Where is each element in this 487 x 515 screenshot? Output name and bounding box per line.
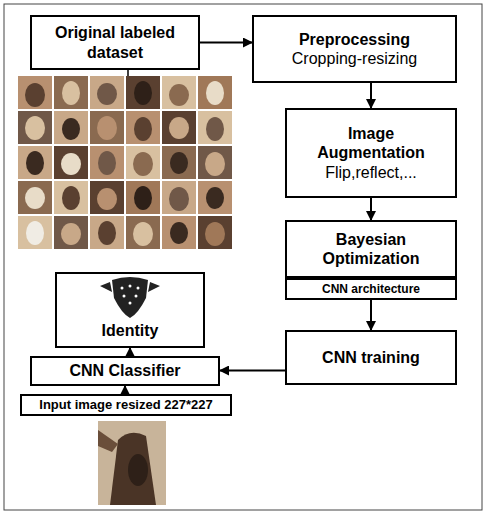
node-title: CNN Classifier (69, 361, 180, 380)
process-box: PreprocessingCropping-resizing (252, 15, 457, 83)
flow-arrow (370, 300, 372, 330)
node-title: Bayesian Optimization (293, 230, 449, 268)
node-title: Original labeled dataset (38, 23, 192, 61)
input-box: Input image resized 227*227 (20, 394, 232, 416)
flow-arrow (370, 198, 372, 220)
flow-arrow (200, 42, 252, 44)
outer-frame (4, 4, 482, 510)
output-box: Identity (55, 272, 205, 348)
node-title: CNN training (322, 348, 420, 367)
process-box: CNN training (285, 330, 457, 385)
process-box: Bayesian Optimization (285, 220, 457, 278)
node-title: Identity (102, 321, 159, 340)
node-title: Image Augmentation (306, 124, 436, 162)
dataset-box: Original labeled dataset (30, 15, 200, 70)
process-box: Image AugmentationFlip,reflect,... (285, 108, 457, 198)
sheep-icon (100, 277, 160, 318)
node-title: CNN architecture (322, 282, 420, 296)
dataset-link (127, 70, 129, 76)
node-detail: Flip,reflect,... (325, 163, 417, 182)
dataset-photo-grid (18, 76, 232, 249)
node-title: Preprocessing (299, 30, 410, 49)
flow-arrow (124, 386, 126, 394)
input-photo (98, 421, 166, 505)
flow-arrow (220, 370, 285, 372)
flow-arrow (129, 348, 131, 356)
flow-arrow (370, 83, 372, 108)
node-detail: Cropping-resizing (292, 49, 417, 68)
architecture-box: CNN architecture (285, 278, 457, 300)
classifier-box: CNN Classifier (30, 356, 220, 386)
node-title: Input image resized 227*227 (39, 397, 212, 413)
